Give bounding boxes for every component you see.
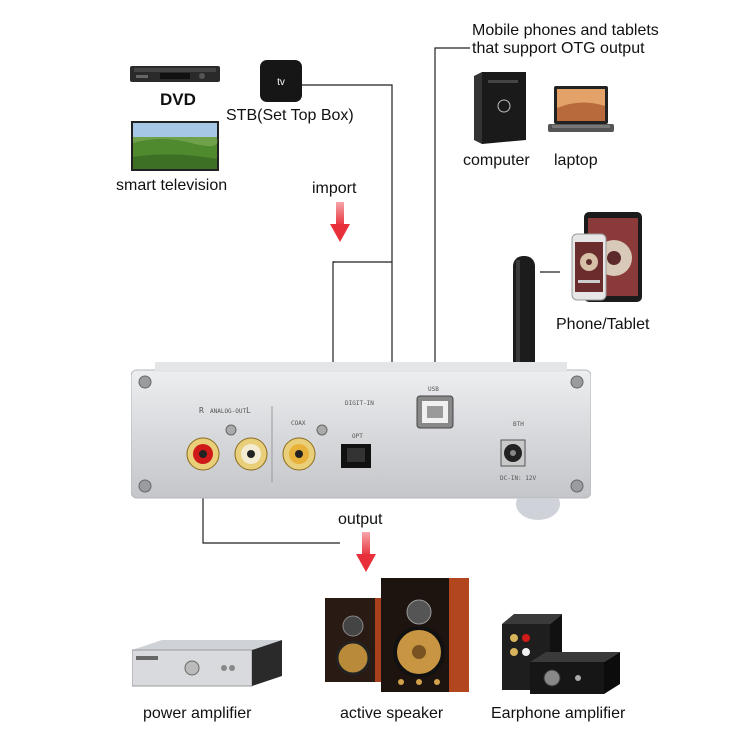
otg-title-line1: Mobile phones and tablets (472, 22, 659, 39)
earphone-amplifier-icon (500, 612, 622, 698)
computer-icon (474, 72, 526, 144)
panel-label-l: L (246, 406, 251, 415)
import-arrow-icon (330, 202, 350, 244)
output-label: output (338, 511, 383, 528)
laptop-label: laptop (554, 152, 598, 169)
smart-tv-label: smart television (116, 177, 228, 194)
stb-label: STB(Set Top Box) (226, 107, 354, 124)
panel-label-digit-in: DIGIT-IN (345, 400, 374, 407)
panel-label-opt: OPT (352, 433, 363, 440)
panel-label-dc-in: DC-IN: 12V (500, 475, 537, 482)
device-foot (515, 488, 561, 520)
power-amplifier-icon (131, 636, 282, 688)
panel-label-bth: BTH (513, 421, 524, 428)
computer-label: computer (463, 152, 530, 169)
panel-label-coax: COAX (291, 420, 306, 427)
active-speaker-label: active speaker (340, 705, 444, 722)
power-amplifier-label: power amplifier (143, 705, 252, 722)
dac-device-panel (130, 362, 592, 502)
phone-tablet-icon (568, 212, 644, 304)
panel-label-usb: USB (428, 386, 439, 393)
dvd-label: DVD (160, 90, 196, 109)
phone-tablet-label: Phone/Tablet (556, 316, 650, 333)
panel-label-analog-out: ANALOG-OUT (210, 408, 247, 415)
earphone-amplifier-label: Earphone amplifier (491, 705, 626, 722)
active-speaker-icon (325, 578, 471, 696)
otg-title-line2: that support OTG output (472, 40, 645, 57)
dvd-player-icon (130, 62, 220, 84)
smart-tv-icon (131, 121, 219, 173)
output-arrow-icon (356, 532, 376, 574)
panel-label-r: R (199, 406, 204, 415)
set-top-box-icon: tv (260, 60, 302, 102)
stb-logo-text: tv (277, 77, 285, 88)
laptop-icon (548, 86, 614, 136)
import-label: import (312, 180, 357, 197)
